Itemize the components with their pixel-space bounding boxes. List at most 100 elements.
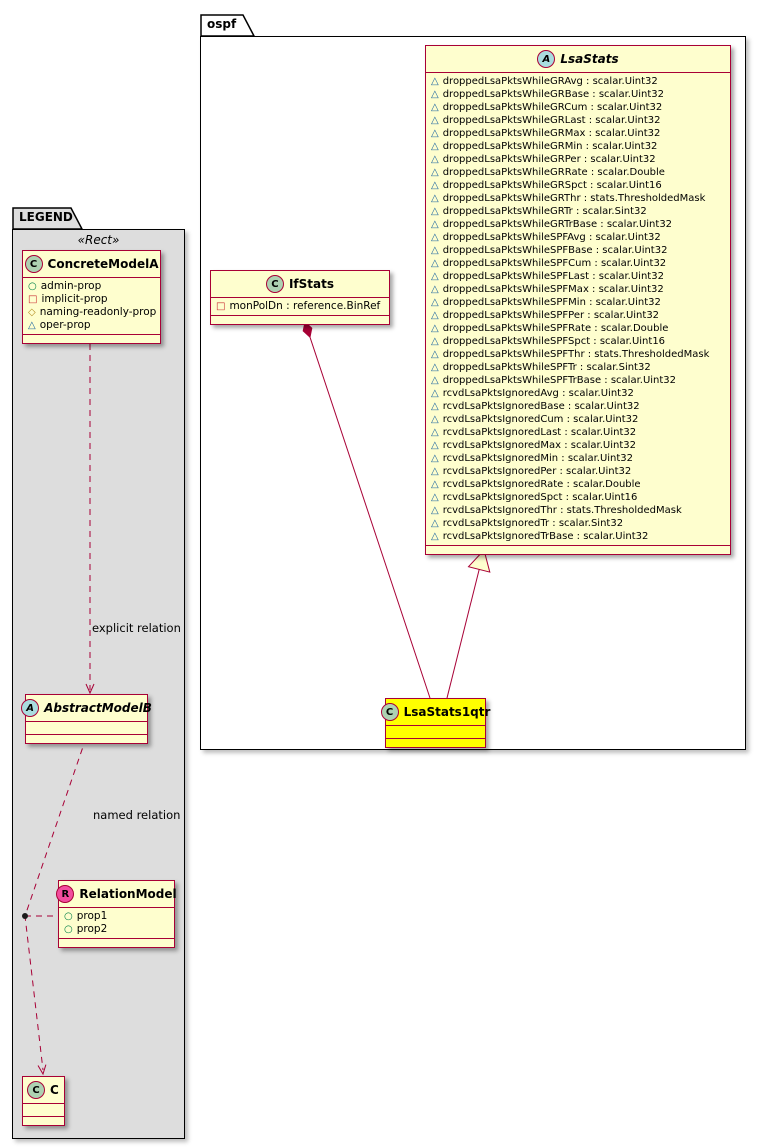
triangle-visibility-icon: △ (431, 218, 439, 230)
diamond-visibility-icon: ◇ (28, 306, 36, 318)
circle-visibility-icon: ○ (64, 910, 73, 922)
class-attribute: △droppedLsaPktsWhileGRAvg : scalar.Uint3… (426, 75, 730, 88)
methods-compartment (426, 545, 730, 554)
class-attribute: △droppedLsaPktsWhileGRPer : scalar.Uint3… (426, 153, 730, 166)
attributes-compartment: ○prop1○prop2 (59, 907, 174, 938)
attribute-text: rcvdLsaPktsIgnoredPer : scalar.Uint32 (442, 466, 632, 477)
edge-label-explicit-relation: explicit relation (92, 621, 181, 635)
attribute-text: droppedLsaPktsWhileSPFCum : scalar.Uint3… (442, 258, 667, 269)
attributes-compartment: △droppedLsaPktsWhileGRAvg : scalar.Uint3… (426, 72, 730, 545)
attribute-text: oper-prop (39, 319, 91, 331)
triangle-visibility-icon: △ (431, 530, 439, 542)
attribute-text: rcvdLsaPktsIgnoredTr : scalar.Sint32 (442, 518, 624, 529)
class-attribute: ◇naming-readonly-prop (23, 306, 160, 319)
methods-compartment (59, 938, 174, 947)
triangle-visibility-icon: △ (431, 504, 439, 516)
class-attribute: △rcvdLsaPktsIgnoredRate : scalar.Double (426, 478, 730, 491)
triangle-visibility-icon: △ (431, 478, 439, 490)
attribute-text: rcvdLsaPktsIgnoredThr : stats.Thresholde… (442, 505, 682, 516)
class-header: R RelationModel (56, 881, 177, 907)
attribute-text: admin-prop (40, 280, 102, 292)
package-tab-shape (12, 207, 84, 230)
triangle-visibility-icon: △ (431, 374, 439, 386)
attribute-text: droppedLsaPktsWhileSPFTrBase : scalar.Ui… (442, 375, 677, 386)
attribute-text: naming-readonly-prop (39, 306, 157, 318)
attribute-text: droppedLsaPktsWhileSPFTr : scalar.Sint32 (442, 362, 651, 373)
triangle-visibility-icon: △ (431, 166, 439, 178)
attribute-text: prop1 (76, 910, 108, 922)
class-attribute: △droppedLsaPktsWhileGRSpct : scalar.Uint… (426, 179, 730, 192)
attribute-text: droppedLsaPktsWhileSPFThr : stats.Thresh… (442, 349, 710, 360)
class-attribute: △droppedLsaPktsWhileSPFBase : scalar.Uin… (426, 244, 730, 257)
attribute-text: droppedLsaPktsWhileGRMax : scalar.Uint32 (442, 128, 661, 139)
triangle-visibility-icon: △ (431, 387, 439, 399)
class-spot-icon: C (24, 255, 43, 273)
attribute-text: droppedLsaPktsWhileGRMin : scalar.Uint32 (442, 141, 658, 152)
triangle-visibility-icon: △ (431, 491, 439, 503)
triangle-visibility-icon: △ (431, 309, 439, 321)
class-concretemodela: C ConcreteModelA ○admin-prop□implicit-pr… (22, 250, 161, 344)
attribute-text: droppedLsaPktsWhileGRLast : scalar.Uint3… (442, 115, 661, 126)
package-title-ospf: ospf (207, 17, 237, 31)
class-header: C ConcreteModelA (23, 251, 160, 277)
triangle-visibility-icon: △ (431, 257, 439, 269)
attribute-text: monPolDn : reference.BinRef (229, 300, 381, 312)
class-attribute: △droppedLsaPktsWhileGRBase : scalar.Uint… (426, 88, 730, 101)
class-attribute: △droppedLsaPktsWhileGRRate : scalar.Doub… (426, 166, 730, 179)
circle-visibility-icon: ○ (64, 923, 73, 935)
triangle-visibility-icon: △ (431, 517, 439, 529)
triangle-visibility-icon: △ (431, 179, 439, 191)
attribute-text: droppedLsaPktsWhileSPFMax : scalar.Uint3… (442, 284, 664, 295)
class-spot-icon: C (380, 703, 399, 721)
triangle-visibility-icon: △ (431, 114, 439, 126)
class-attribute: △droppedLsaPktsWhileSPFTrBase : scalar.U… (426, 374, 730, 387)
triangle-visibility-icon: △ (28, 319, 36, 331)
class-attribute: △rcvdLsaPktsIgnoredMin : scalar.Uint32 (426, 452, 730, 465)
class-attribute: △droppedLsaPktsWhileSPFSpct : scalar.Uin… (426, 335, 730, 348)
attribute-text: droppedLsaPktsWhileGRThr : stats.Thresho… (442, 193, 706, 204)
class-name: RelationModel (79, 887, 177, 901)
class-name: AbstractModelB (44, 701, 152, 715)
square-visibility-icon: □ (28, 293, 38, 305)
edge-label-named-relation: named relation (93, 808, 181, 822)
class-attribute: △droppedLsaPktsWhileGRMin : scalar.Uint3… (426, 140, 730, 153)
class-name: LsaStats1qtr (403, 705, 491, 719)
class-attribute: ○prop2 (59, 923, 174, 936)
attribute-text: implicit-prop (41, 293, 108, 305)
triangle-visibility-icon: △ (431, 348, 439, 360)
class-attribute: △droppedLsaPktsWhileGRMax : scalar.Uint3… (426, 127, 730, 140)
attributes-compartment: □monPolDn : reference.BinRef (211, 297, 389, 315)
triangle-visibility-icon: △ (431, 231, 439, 243)
class-c: C C (22, 1076, 65, 1126)
attribute-text: rcvdLsaPktsIgnoredMin : scalar.Uint32 (442, 453, 634, 464)
triangle-visibility-icon: △ (431, 335, 439, 347)
class-abstractmodelb: A AbstractModelB (21, 694, 152, 744)
attribute-text: droppedLsaPktsWhileGRBase : scalar.Uint3… (442, 89, 665, 100)
circle-visibility-icon: ○ (28, 280, 37, 292)
triangle-visibility-icon: △ (431, 465, 439, 477)
methods-compartment (26, 734, 147, 743)
triangle-visibility-icon: △ (431, 127, 439, 139)
attribute-text: droppedLsaPktsWhileGRTr : scalar.Sint32 (442, 206, 647, 217)
class-attribute: △droppedLsaPktsWhileSPFAvg : scalar.Uint… (426, 231, 730, 244)
triangle-visibility-icon: △ (431, 439, 439, 451)
attribute-text: rcvdLsaPktsIgnoredLast : scalar.Uint32 (442, 427, 637, 438)
attribute-text: rcvdLsaPktsIgnoredSpct : scalar.Uint16 (442, 492, 638, 503)
triangle-visibility-icon: △ (431, 322, 439, 334)
class-header: A AbstractModelB (21, 695, 152, 721)
class-attribute: △droppedLsaPktsWhileSPFMax : scalar.Uint… (426, 283, 730, 296)
attribute-text: rcvdLsaPktsIgnoredTrBase : scalar.Uint32 (442, 531, 649, 542)
triangle-visibility-icon: △ (431, 140, 439, 152)
class-attribute: △droppedLsaPktsWhileGRTrBase : scalar.Ui… (426, 218, 730, 231)
class-attribute: △droppedLsaPktsWhileGRTr : scalar.Sint32 (426, 205, 730, 218)
class-header: A LsaStats (426, 46, 730, 72)
triangle-visibility-icon: △ (431, 296, 439, 308)
attribute-text: droppedLsaPktsWhileSPFBase : scalar.Uint… (442, 245, 668, 256)
class-attribute: □monPolDn : reference.BinRef (211, 300, 389, 313)
triangle-visibility-icon: △ (431, 426, 439, 438)
class-relationmodel: R RelationModel ○prop1○prop2 (56, 880, 177, 948)
triangle-visibility-icon: △ (431, 283, 439, 295)
class-attribute: △rcvdLsaPktsIgnoredSpct : scalar.Uint16 (426, 491, 730, 504)
attribute-text: droppedLsaPktsWhileGRRate : scalar.Doubl… (442, 167, 665, 178)
